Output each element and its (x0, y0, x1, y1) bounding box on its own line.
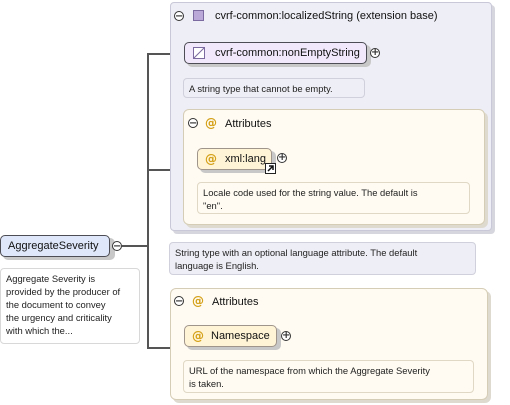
namespace-attribute-name: Namespace (211, 330, 270, 342)
connector-base (147, 53, 185, 55)
expand-icon[interactable]: + (277, 152, 287, 163)
extension-attributes-label: Attributes (225, 118, 272, 130)
connector-trunk (147, 54, 149, 348)
collapse-icon[interactable]: − (112, 241, 122, 252)
collapse-icon[interactable]: − (188, 118, 198, 129)
extension-title: cvrf-common:localizedString (extension b… (215, 10, 438, 22)
attribute-icon: @ (192, 329, 204, 343)
simple-type-icon (193, 47, 205, 59)
xml-lang-attribute-node[interactable]: @ xml:lang (197, 148, 272, 170)
xml-lang-documentation: Locale code used for the string value. T… (197, 182, 470, 214)
attribute-icon: @ (205, 152, 217, 166)
namespace-attribute-node[interactable]: @ Namespace (184, 325, 277, 347)
base-type-name: cvrf-common:nonEmptyString (215, 47, 360, 59)
root-element-name: AggregateSeverity (8, 240, 99, 252)
collapse-icon[interactable]: − (174, 11, 184, 22)
extension-documentation: String type with an optional language at… (169, 242, 476, 275)
link-arrow-icon[interactable] (265, 163, 276, 174)
connector-attr (147, 347, 185, 349)
namespace-documentation: URL of the namespace from which the Aggr… (183, 360, 474, 393)
expand-icon[interactable]: + (281, 330, 291, 341)
root-element-node[interactable]: AggregateSeverity (0, 235, 110, 257)
collapse-icon[interactable]: − (174, 296, 184, 307)
root-documentation: Aggregate Severity is provided by the pr… (0, 268, 140, 344)
base-type-node[interactable]: cvrf-common:nonEmptyString (184, 42, 367, 64)
base-type-documentation: A string type that cannot be empty. (183, 78, 365, 98)
attribute-icon: @ (192, 294, 204, 308)
complex-type-icon (193, 10, 204, 21)
expand-icon[interactable]: + (370, 47, 380, 58)
connector-root (122, 245, 148, 247)
attributes-label: Attributes (212, 296, 259, 308)
xml-lang-attribute-name: xml:lang (225, 153, 266, 165)
attribute-icon: @ (205, 116, 217, 130)
connector-ext-attr (147, 169, 185, 171)
